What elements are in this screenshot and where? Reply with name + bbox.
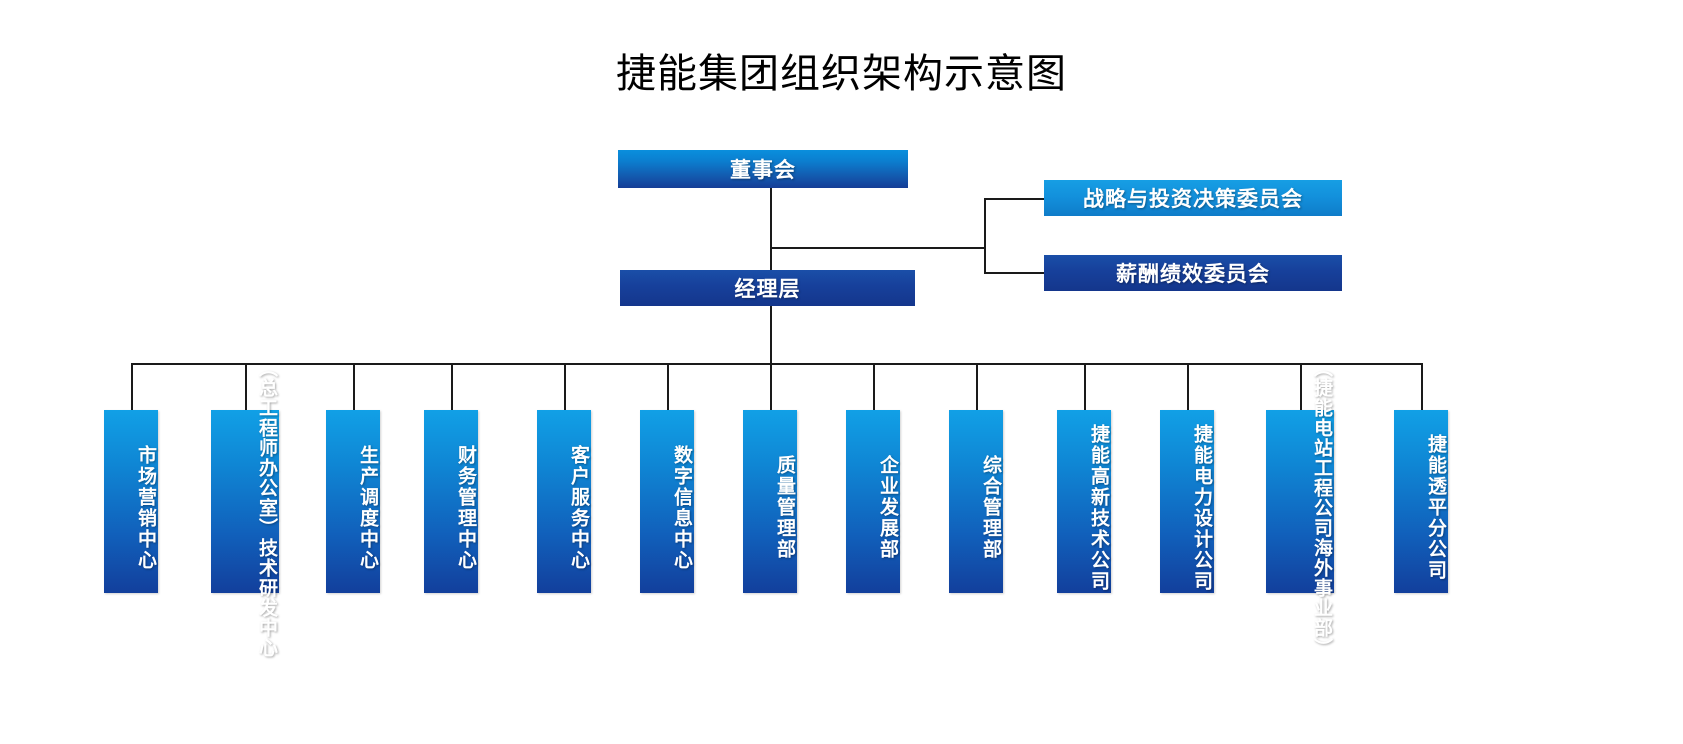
connector-dept-drop-3 [353,363,355,410]
department-label: 生产调度中心 [357,444,379,571]
connector-dept-drop-6 [667,363,669,410]
node-department-tech-rnd[interactable]: （总工程师办公室） 技术研发中心 [211,358,279,658]
department-label: 市场营销中心 [135,444,157,571]
node-department-general-management[interactable]: 综合管理部 [949,410,1003,593]
connector-dept-drop-13 [1421,363,1423,410]
department-label: 捷能电力设计公司 [1191,423,1213,592]
department-label-secondary: （总工程师办公室） [256,357,278,538]
connector-dept-drop-8 [873,363,875,410]
department-label: 数字信息中心 [671,444,693,571]
connector-committee-riser [984,198,986,273]
department-label: 财务管理中心 [455,444,477,571]
connector-board-to-management [770,186,772,270]
node-subsidiary-hightech[interactable]: 捷能高新技术公司 [1057,410,1111,593]
department-label: 技术研发中心 [256,537,278,658]
connector-dept-drop-12 [1300,363,1302,410]
connector-dept-drop-10 [1084,363,1086,410]
connector-management-drop [770,302,772,364]
department-label: 质量管理部 [774,455,796,560]
connector-dept-drop-1 [131,363,133,410]
department-label-secondary: 海外事业部） [1311,537,1333,658]
node-subsidiary-power-plant-engineering[interactable]: （捷能电站工程公司 海外事业部） [1266,358,1334,658]
node-department-customer-service[interactable]: 客户服务中心 [537,410,591,593]
department-label: 捷能透平分公司 [1425,434,1447,581]
connector-dept-drop-7 [770,363,772,410]
connector-dept-drop-2 [245,363,247,410]
node-department-market-marketing[interactable]: 市场营销中心 [104,410,158,593]
department-label: （捷能电站工程公司 [1311,357,1333,538]
node-subsidiary-power-design[interactable]: 捷能电力设计公司 [1160,410,1214,593]
node-department-digital-information[interactable]: 数字信息中心 [640,410,694,593]
node-department-quality-management[interactable]: 质量管理部 [743,410,797,593]
node-committee-strategy[interactable]: 战略与投资决策委员会 [1044,180,1342,216]
node-subsidiary-turbine-branch[interactable]: 捷能透平分公司 [1394,410,1448,593]
node-board[interactable]: 董事会 [618,150,908,188]
connector-dept-drop-11 [1187,363,1189,410]
node-department-production-dispatch[interactable]: 生产调度中心 [326,410,380,593]
node-committee-compensation[interactable]: 薪酬绩效委员会 [1044,255,1342,291]
department-label: 综合管理部 [980,455,1002,560]
connector-dept-drop-9 [976,363,978,410]
connector-dept-drop-4 [451,363,453,410]
department-label: 捷能高新技术公司 [1088,423,1110,592]
node-management[interactable]: 经理层 [620,270,915,306]
department-label: 客户服务中心 [568,444,590,571]
connector-committee-branch [770,247,985,249]
connector-department-bus [131,363,1421,365]
connector-dept-drop-5 [564,363,566,410]
connector-to-strategy-committee [984,198,1044,200]
department-label: 企业发展部 [877,455,899,560]
node-department-finance[interactable]: 财务管理中心 [424,410,478,593]
page-title: 捷能集团组织架构示意图 [616,51,1067,97]
connector-to-compensation-committee [984,272,1044,274]
node-department-enterprise-development[interactable]: 企业发展部 [846,410,900,593]
